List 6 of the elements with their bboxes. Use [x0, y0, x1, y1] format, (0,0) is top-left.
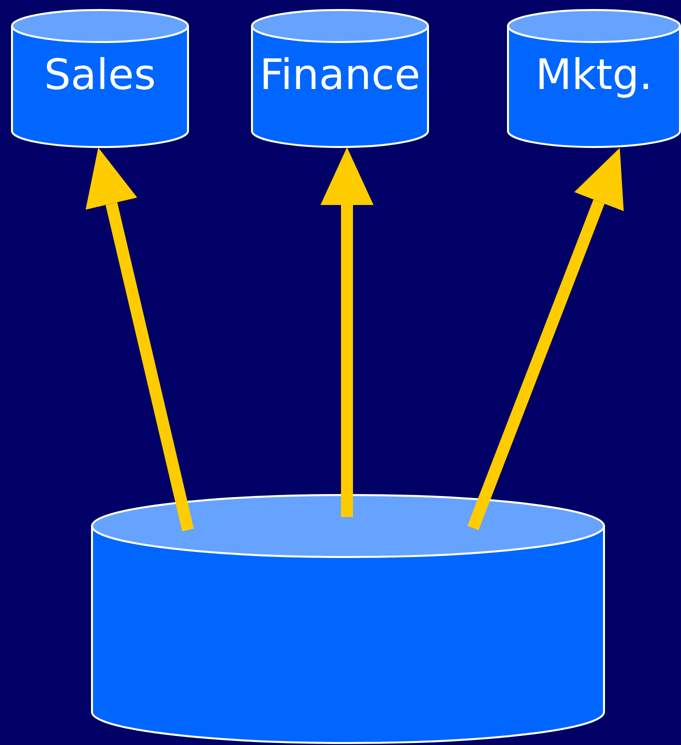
database-label: Sales — [43, 50, 157, 99]
database-label: Finance — [258, 50, 422, 99]
arrow — [467, 148, 624, 530]
arrow — [86, 148, 194, 532]
database-label: Mktg. — [534, 50, 654, 99]
arrow — [320, 147, 374, 517]
